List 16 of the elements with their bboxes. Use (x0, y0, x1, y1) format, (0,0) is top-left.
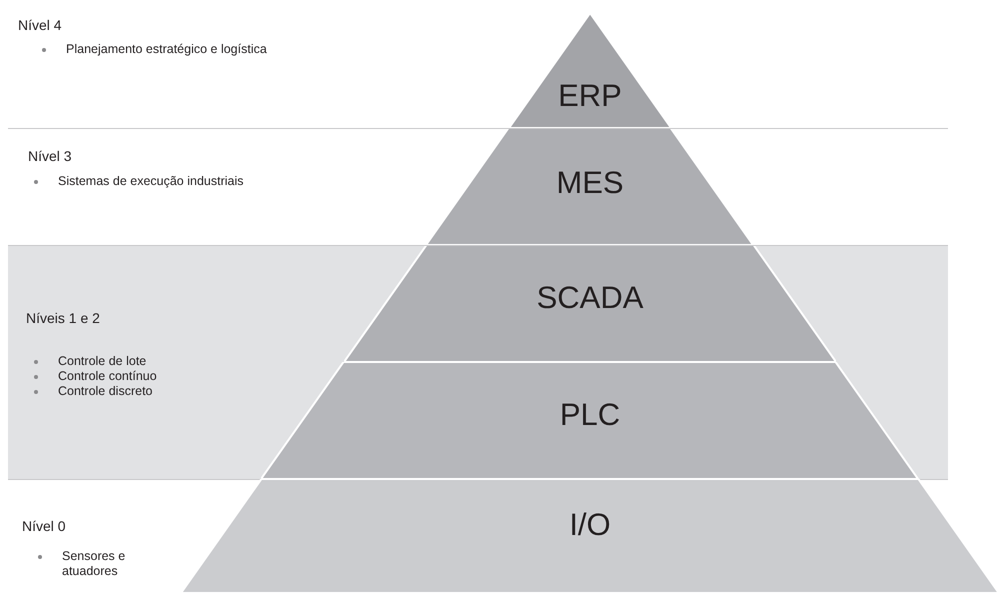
level-heading: Níveis 1 e 2 (26, 309, 100, 327)
bullet-text: Controle de lote (58, 354, 146, 369)
level-heading: Nível 0 (22, 517, 66, 535)
layer-label: ERP (558, 78, 622, 114)
bullet-text: Controle contínuo (58, 369, 157, 384)
bullet-text: Controle discreto (58, 384, 152, 399)
layer-label: MES (556, 165, 624, 201)
bullet-text: Planejamento estratégico e logística (66, 42, 267, 57)
level-heading: Nível 3 (28, 147, 72, 165)
layer-label: PLC (560, 397, 620, 433)
level-heading: Nível 4 (18, 16, 62, 34)
level-band (8, 245, 948, 479)
bullet-text: Sensores e atuadores (62, 549, 126, 579)
layer-label: I/O (569, 507, 611, 543)
bullet-text: Sistemas de execução industriais (58, 174, 244, 189)
layer-label: SCADA (536, 280, 644, 316)
